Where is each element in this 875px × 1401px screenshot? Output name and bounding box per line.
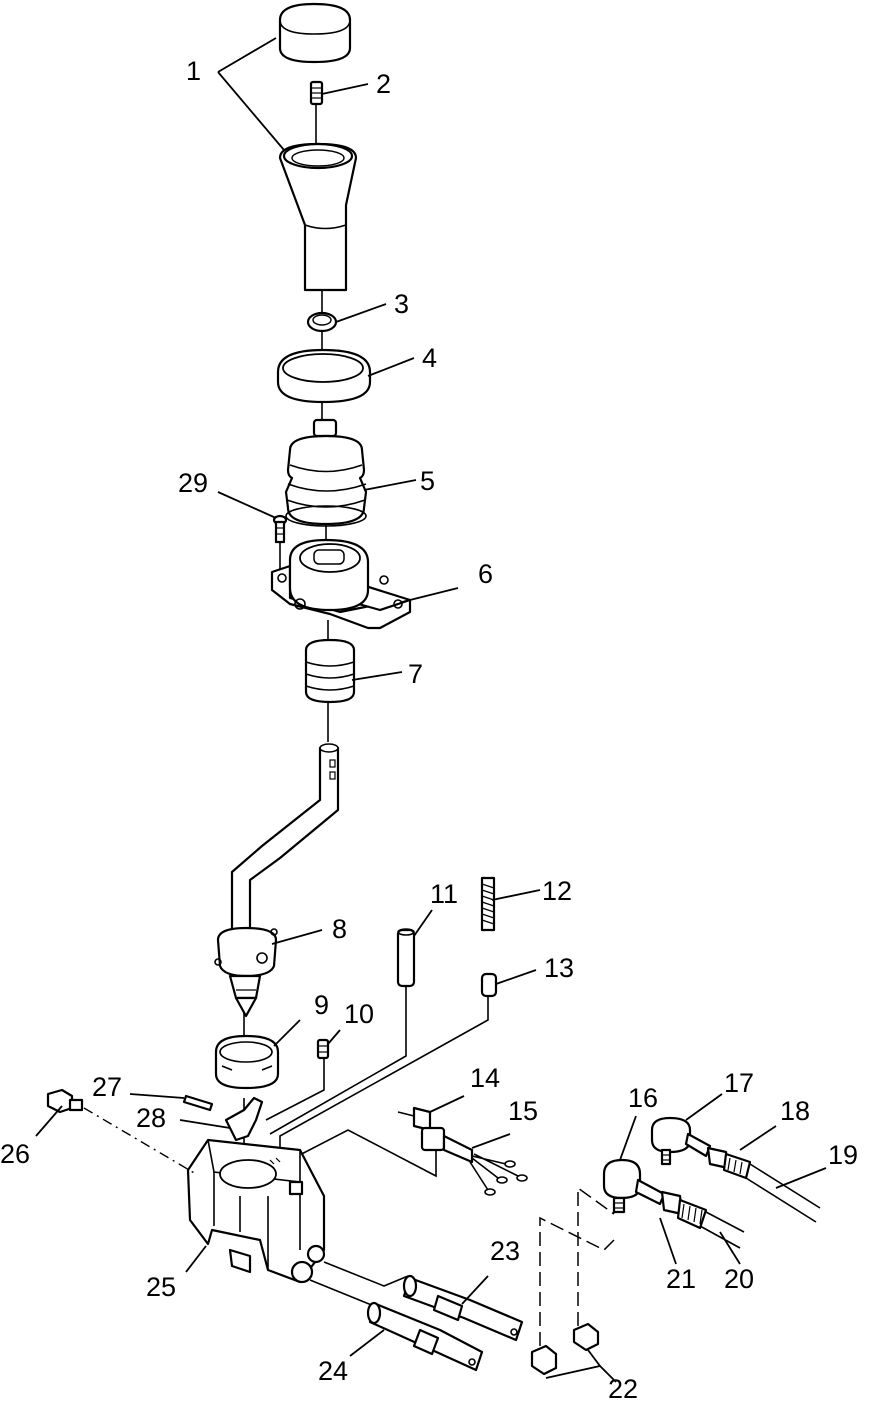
switch-14	[397, 1106, 432, 1132]
bushing-7	[304, 638, 356, 704]
label-20: 20	[724, 1264, 754, 1294]
nuts-22	[530, 1186, 615, 1376]
pin-11	[396, 928, 416, 988]
mounting-plate-6	[270, 538, 412, 630]
label-28: 28	[136, 1103, 166, 1133]
shifter-housing-25	[186, 1138, 326, 1284]
cable-20	[699, 1211, 745, 1249]
label-1: 1	[186, 56, 201, 86]
ball-joint-16	[602, 1158, 666, 1214]
detent-hook-28	[224, 1096, 264, 1142]
label-24: 24	[318, 1356, 348, 1386]
label-19: 19	[828, 1140, 858, 1170]
label-7: 7	[408, 659, 423, 689]
spring-12	[480, 876, 496, 932]
label-2: 2	[376, 69, 391, 99]
label-26: 26	[0, 1139, 30, 1169]
label-11: 11	[430, 879, 458, 909]
shift-knob-cap	[278, 2, 352, 64]
ball-joint-17	[650, 1116, 712, 1166]
label-17: 17	[724, 1068, 754, 1098]
label-27: 27	[92, 1072, 122, 1102]
bellows-boot-5	[284, 418, 368, 527]
label-10: 10	[344, 999, 374, 1029]
pin-27	[182, 1094, 214, 1112]
label-9: 9	[314, 990, 329, 1020]
retaining-ring-4	[276, 348, 372, 404]
label-23: 23	[490, 1236, 520, 1266]
shift-handle-grip	[278, 142, 358, 292]
lock-nut-21	[660, 1190, 708, 1230]
plunger-13	[480, 972, 498, 998]
screw-29	[272, 514, 288, 544]
spacer-ring-3	[306, 311, 338, 333]
cable-19	[745, 1163, 821, 1223]
label-14: 14	[470, 1063, 500, 1093]
label-8: 8	[332, 914, 347, 944]
leader-lines	[35, 37, 827, 1383]
label-13: 13	[544, 953, 574, 983]
label-4: 4	[422, 343, 437, 373]
label-18: 18	[780, 1096, 810, 1126]
label-3: 3	[394, 289, 409, 319]
shift-rod-23	[323, 1261, 524, 1342]
label-25: 25	[146, 1272, 176, 1302]
fitting-18	[706, 1146, 752, 1180]
wiring-switch-15	[420, 1126, 528, 1196]
label-5: 5	[420, 466, 435, 496]
label-29: 29	[178, 468, 208, 498]
shift-rod-24	[309, 1279, 484, 1372]
shift-lever-8	[214, 743, 340, 1018]
collar-9	[214, 1034, 280, 1090]
label-22: 22	[608, 1374, 638, 1401]
label-6: 6	[478, 559, 493, 589]
label-16: 16	[628, 1083, 658, 1113]
label-12: 12	[542, 876, 572, 906]
part-labels: 1 2 3 4 5 6 7 8 9 10 11 12 13 14 15 16 1…	[0, 56, 858, 1401]
bolt-26	[46, 1088, 197, 1175]
set-screw-10	[316, 1038, 330, 1060]
label-21: 21	[666, 1264, 696, 1294]
screw-2	[309, 80, 324, 106]
label-15: 15	[508, 1096, 538, 1126]
